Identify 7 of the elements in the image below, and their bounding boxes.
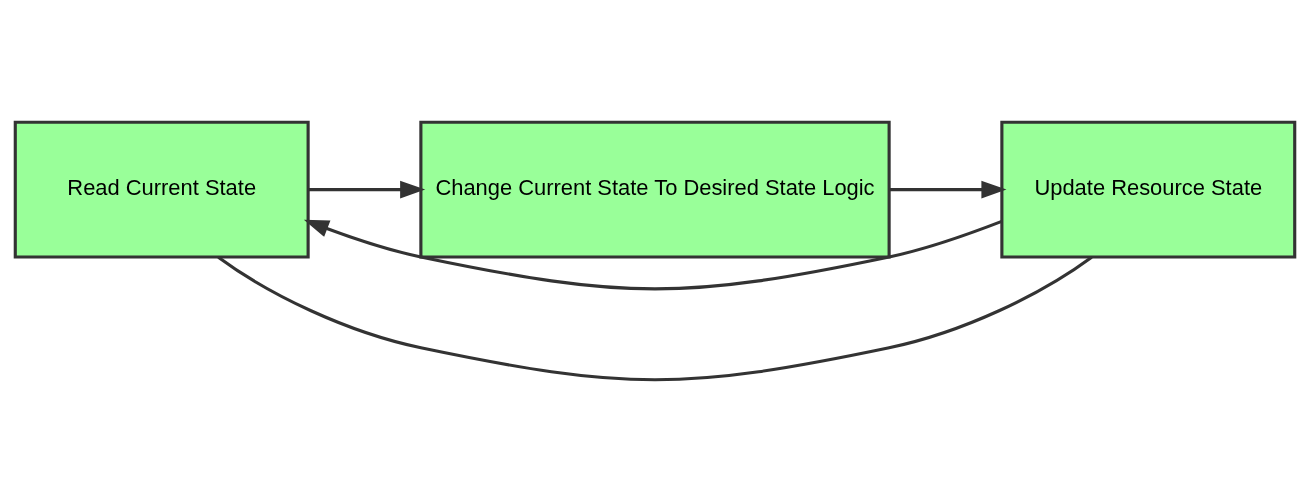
node-box: Read Current State (13, 120, 310, 259)
connector (217, 255, 1093, 382)
arrow (308, 180, 426, 199)
node-box: Change Current State To Desired State Logic (419, 120, 891, 259)
node-box: Update Resource State (1000, 120, 1297, 259)
arrow (889, 180, 1007, 199)
arrow (303, 219, 1003, 291)
